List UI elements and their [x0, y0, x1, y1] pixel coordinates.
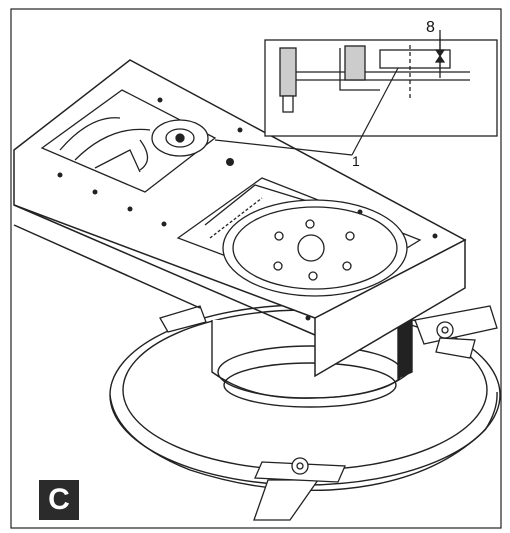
callout-leader	[214, 67, 399, 156]
belt-pocket	[40, 89, 217, 193]
panel-letter: C	[39, 480, 79, 520]
figure-border	[10, 8, 502, 529]
blade-left	[159, 305, 207, 333]
inset-detail	[264, 30, 498, 137]
pulley-pocket	[176, 177, 422, 297]
blade-right	[414, 305, 498, 359]
callout-number: 1	[352, 153, 360, 169]
blade-bottom	[253, 457, 346, 521]
beam-bolts	[57, 97, 438, 321]
double-arrow-icon	[434, 38, 446, 70]
gap-symbol: 8	[426, 19, 435, 36]
